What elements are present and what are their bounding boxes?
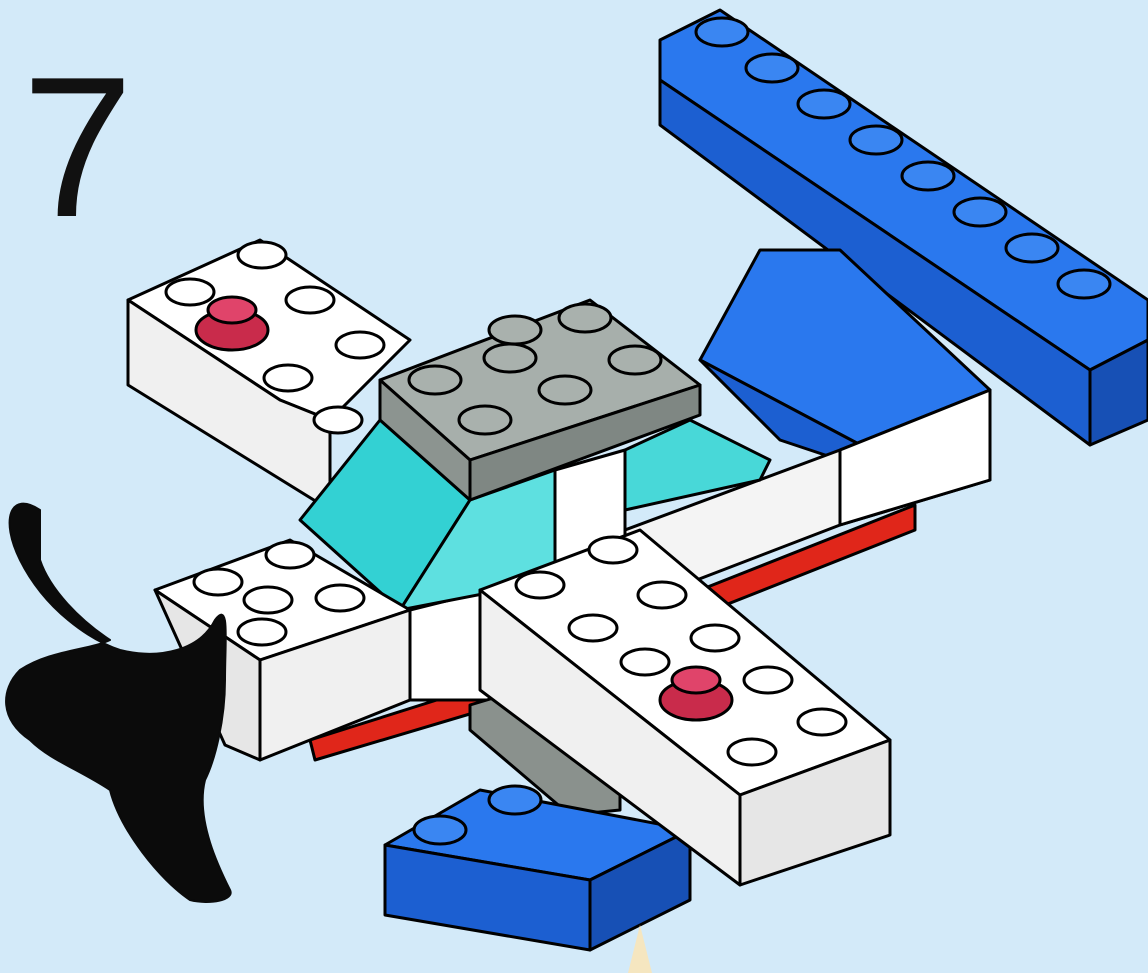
- light-flare-mark: [628, 925, 652, 973]
- black-propeller: [6, 504, 231, 902]
